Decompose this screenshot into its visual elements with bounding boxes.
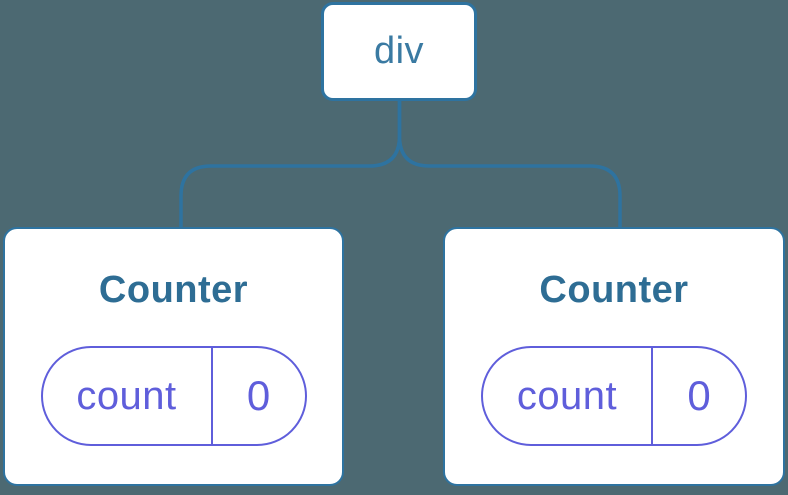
state-key-label: count [76,373,177,418]
connector-root-to-right-child [397,101,622,227]
component-title: Counter [539,269,689,311]
root-node-div: div [321,2,477,101]
state-value-label: 0 [687,372,711,419]
state-key-label: count [516,373,618,418]
state-pill: count 0 [481,346,747,446]
state-key-section: count [483,348,653,444]
state-pill: count 0 [40,346,307,446]
state-key-section: count [43,348,213,444]
root-node-label: div [373,30,425,72]
connector-root-to-left-child [179,101,402,227]
state-value-section: 0 [213,348,305,444]
component-title: Counter [98,269,249,311]
state-value-label: 0 [246,372,271,419]
state-value-section: 0 [653,348,745,444]
counter-card-left: Counter count 0 [3,227,344,486]
counter-card-right: Counter count 0 [443,227,785,486]
